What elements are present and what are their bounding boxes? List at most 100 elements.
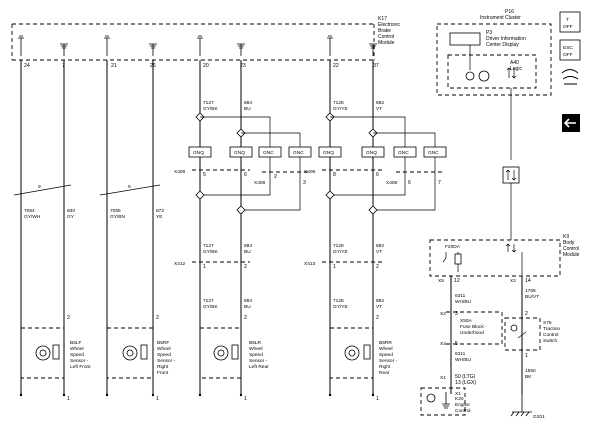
sensor-b5lr: 2 1 B5LR Wheel Speed Sensor - Left Rear xyxy=(200,315,269,402)
k17-pin-20: 20 xyxy=(203,63,209,69)
x408-pin-8: 8 xyxy=(333,172,336,178)
wire-7065-color: GY/BN xyxy=(110,214,125,220)
s75-line1: Traction xyxy=(543,326,560,332)
b5lr-line2: Speed xyxy=(249,352,263,358)
wire-884-upper-color: BU xyxy=(244,106,251,112)
b5lr-line1: Wheel xyxy=(249,346,263,352)
wire-830-circuit: 830 xyxy=(67,208,75,214)
k20-line2: Control xyxy=(455,408,470,414)
wire-7065-circuit: 7065 xyxy=(110,208,121,214)
wire-882-mid-color: VT xyxy=(376,249,382,255)
k9-line1: Body xyxy=(563,240,575,246)
x5-label: X5 xyxy=(438,278,444,284)
b5rf-line2: Speed xyxy=(157,352,171,358)
k9-pin-14: 14 xyxy=(525,278,531,284)
wire-872-circuit: 872 xyxy=(156,208,164,214)
b5lf-line4: Left Front xyxy=(70,364,91,370)
x408-pin-5: 5 xyxy=(203,172,206,178)
s75-ref: S75 xyxy=(543,320,552,326)
wire-882-upper-color: VT xyxy=(376,106,382,112)
wire-882-rear-circuit: 882 xyxy=(376,298,384,304)
option-gnq-4: GNQ xyxy=(366,150,377,156)
x4-label: X4 xyxy=(440,341,446,347)
p16-name: Instrument Cluster xyxy=(480,15,521,21)
gear-icon xyxy=(35,345,51,361)
k20-ref: K20 xyxy=(455,396,464,402)
s75-pin-2: 2 xyxy=(525,311,528,317)
b5rf-line5: Front xyxy=(157,370,169,376)
wire-1550-color: BK xyxy=(525,374,532,380)
relay-icon xyxy=(426,393,436,403)
k17-pin-21: 21 xyxy=(111,63,117,69)
x2-label-k9: X2 xyxy=(510,278,516,284)
twist-count-lf: 9 xyxy=(38,184,41,190)
k17-ref: K17 xyxy=(378,16,387,22)
x408-pin-6c: 6 xyxy=(408,180,411,186)
wire-884-rear-circuit: 884 xyxy=(244,298,252,304)
wire-882-rear-color: VT xyxy=(376,304,382,310)
wire-7064-color: GY/WH xyxy=(24,214,41,220)
wire-1768-circuit: 1768 xyxy=(525,288,536,294)
x408-label-mid: X408 xyxy=(254,180,266,186)
k17-line3: Control xyxy=(378,34,394,40)
esc-off-icon xyxy=(559,39,581,61)
s75-line2: Control xyxy=(543,332,558,338)
x50a-pin-5: 5 xyxy=(455,341,458,347)
updown-arrow-icon xyxy=(502,166,520,184)
b5rr-pin-1: 1 xyxy=(376,396,379,402)
sensor-b5rr: 2 1 B5RR Wheel Speed Sensor - Right Rear xyxy=(330,315,398,402)
esc-lamp-icon xyxy=(478,70,490,82)
b5rf-pin-2: 2 xyxy=(156,315,159,321)
x412-pin-1: 1 xyxy=(203,264,206,270)
rear-right-wires: 7128 GY/YE 882 VT GNQ GNQ GNC GNC X408 8… xyxy=(304,60,447,395)
k17-internal-symbols xyxy=(18,35,377,56)
sensor-b5rf: 2 1 B5RF Wheel Speed Sensor - Right Fron… xyxy=(107,315,176,402)
b5rr-line1: Wheel xyxy=(379,346,393,352)
a40-name: Logic xyxy=(510,66,522,72)
sensor-b5lf: 2 1 B5LF Wheel Speed Sensor - Left Front xyxy=(21,315,91,402)
b5lr-line4: Left Rear xyxy=(249,364,269,370)
traction-switch-path: 1768 BU/VT 2 S75 Traction Control Switch… xyxy=(504,276,560,420)
x412-label: X412 xyxy=(174,261,186,267)
fuse-block-path: 6311 WH/BU X2 3 X50A Fuse Block - Underh… xyxy=(420,276,503,416)
p3-line1: Driver Information xyxy=(486,36,526,42)
k20-line1: Engine xyxy=(455,402,470,408)
k17-pin-37: 37 xyxy=(373,63,379,69)
x408-pin-7: 7 xyxy=(438,180,441,186)
b5rf-pin-1: 1 xyxy=(156,396,159,402)
wire-7127-upper-circuit: 7127 xyxy=(203,100,214,106)
k9-ref: K9 xyxy=(563,234,569,240)
wire-884-mid-color: BU xyxy=(244,249,251,255)
x408-label-left: X408 xyxy=(174,169,186,175)
tc-sub: OFF xyxy=(563,24,573,30)
k9-line3: Module xyxy=(563,252,580,258)
x408-pin-6: 6 xyxy=(244,172,247,178)
wire-7127-mid-circuit: 7127 xyxy=(203,243,214,249)
b5lf-line2: Speed xyxy=(70,352,84,358)
g201-label: G201 xyxy=(533,414,545,420)
option-gnq-3: GNQ xyxy=(323,150,334,156)
wire-6311b-color: WH/BU xyxy=(455,357,472,363)
x413-pin-2: 2 xyxy=(376,264,379,270)
b5rf-line3: Sensor - xyxy=(157,358,176,364)
x408-pin-3: 3 xyxy=(303,180,306,186)
x408-pin-2: 2 xyxy=(274,174,277,180)
x50a-ref: X50A xyxy=(460,318,473,324)
b5lr-pin-1: 1 xyxy=(244,396,247,402)
k20-pin-50: 50 (LTG) xyxy=(455,374,476,380)
x1-label: X1 xyxy=(440,375,446,381)
p16-instrument-cluster: P16 Instrument Cluster P3 Driver Informa… xyxy=(436,9,552,160)
wire-6311b-circuit: 6311 xyxy=(455,351,466,357)
x413-label: X413 xyxy=(304,261,316,267)
wire-7128-upper-color: GY/YE xyxy=(333,106,348,112)
wire-7064-circuit: 7064 xyxy=(24,208,35,214)
option-gnq-2: GNQ xyxy=(234,150,245,156)
wire-882-mid-circuit: 882 xyxy=(376,243,384,249)
esc-sub: OFF xyxy=(563,52,573,58)
k17-line2: Brake xyxy=(378,28,391,34)
wire-7127-upper-color: GY/BK xyxy=(203,106,218,112)
k20-pin-13: 13 (LGX) xyxy=(455,380,476,386)
b5rf-line4: Right xyxy=(157,364,169,370)
b5lr-line3: Sensor - xyxy=(249,358,268,364)
